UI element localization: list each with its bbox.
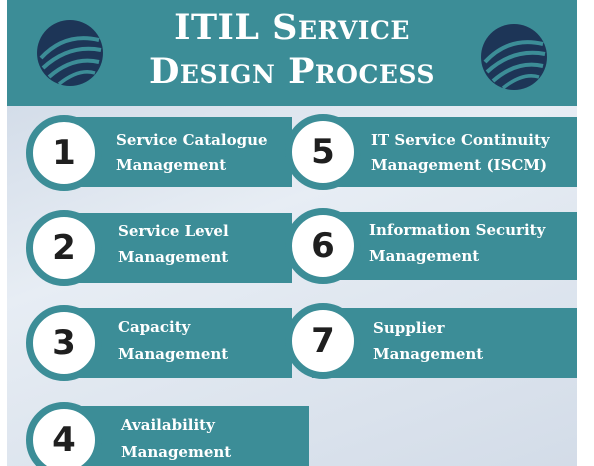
process-number-5: 5 — [285, 114, 361, 190]
process-label-3-line2: Management — [118, 345, 229, 363]
process-label-7-line1: Supplier — [373, 319, 445, 337]
process-label-6-line1: Information Security — [369, 221, 546, 239]
process-number-3: 3 — [26, 305, 102, 381]
process-label-3-line1: Capacity — [118, 318, 191, 336]
title-line-2: Design Process — [149, 51, 435, 92]
process-number-4: 4 — [26, 402, 102, 466]
process-number-6: 6 — [285, 208, 361, 284]
process-number-2: 2 — [26, 210, 102, 286]
process-number-1: 1 — [26, 115, 102, 191]
title-line-1: ITIL Service — [174, 7, 410, 48]
process-label-2-line2: Management — [118, 248, 229, 266]
process-label-6-line2: Management — [369, 247, 480, 265]
process-label-1-line1: Service Catalogue — [116, 131, 268, 149]
process-label-4-line2: Management — [121, 443, 232, 461]
process-label-1-line2: Management — [116, 156, 227, 174]
swirl-logo-icon — [35, 18, 105, 88]
header-banner: ITIL Service Design Process — [7, 0, 577, 106]
process-label-7-line2: Management — [373, 345, 484, 363]
process-label-2-line1: Service Level — [118, 222, 229, 240]
infographic-canvas: ITIL Service Design Process 1 Service Ca… — [7, 0, 577, 466]
process-label-5-line1: IT Service Continuity — [371, 131, 550, 149]
process-label-5-line2: Management (ISCM) — [371, 156, 548, 174]
process-label-4-line1: Availability — [121, 416, 215, 434]
swirl-logo-icon — [479, 22, 549, 92]
process-number-7: 7 — [285, 303, 361, 379]
